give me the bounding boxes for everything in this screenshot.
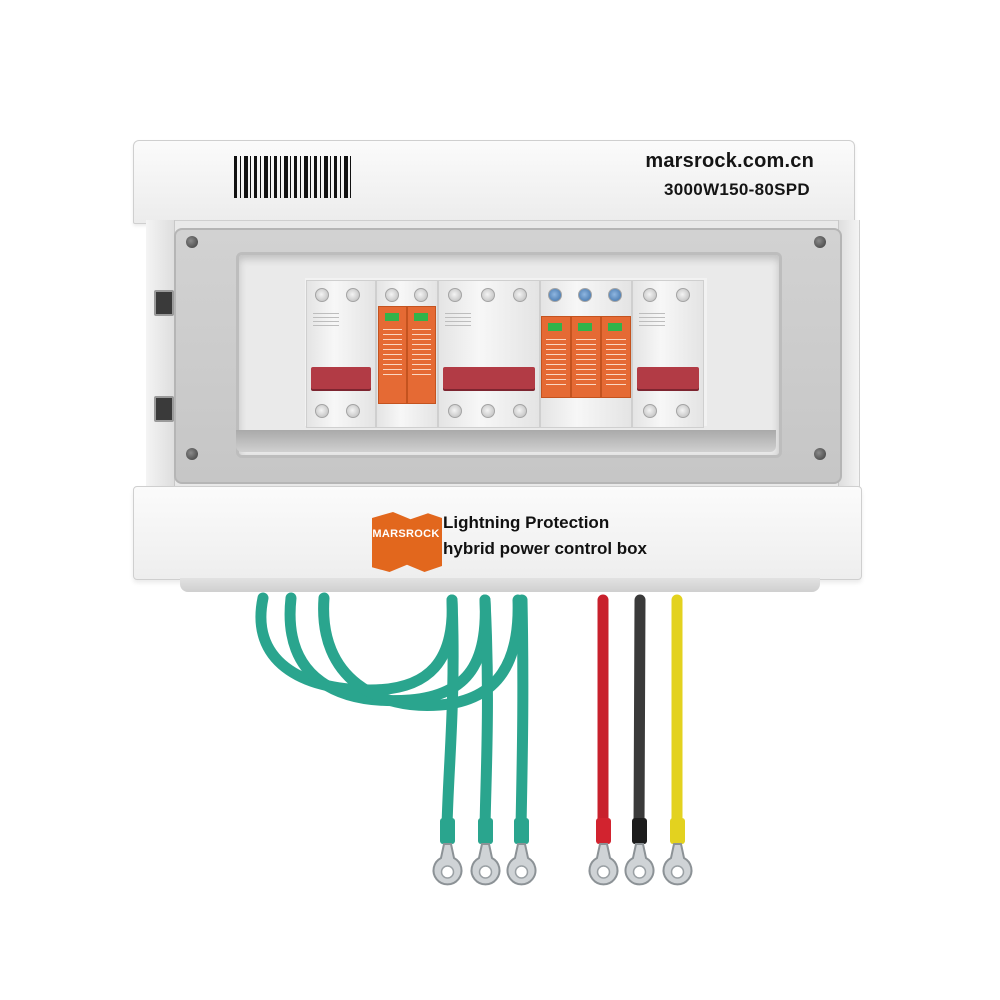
screw-icon bbox=[814, 448, 826, 460]
spd-print bbox=[412, 329, 431, 379]
surge-protector-module bbox=[601, 316, 631, 398]
screw-icon bbox=[814, 236, 826, 248]
label-line-1: Lightning Protection bbox=[443, 513, 610, 532]
lug-sleeve bbox=[596, 818, 611, 844]
spd-indicator bbox=[608, 323, 622, 331]
ring-hole bbox=[670, 865, 685, 879]
terminal-screw bbox=[315, 288, 329, 302]
ring-terminal-icon bbox=[470, 843, 501, 886]
terminal-screw bbox=[448, 288, 462, 302]
hinge-icon bbox=[154, 396, 174, 422]
breaker-handle bbox=[637, 367, 699, 389]
brand-website: marsrock.com.cn bbox=[645, 150, 814, 172]
ring-terminal-icon bbox=[662, 843, 693, 886]
spd-print bbox=[606, 339, 626, 389]
breaker-label bbox=[445, 313, 471, 329]
marsrock-logo-icon bbox=[372, 512, 442, 572]
terminal-screw bbox=[481, 288, 495, 302]
cable-gland-strip bbox=[180, 578, 820, 592]
terminal-screw bbox=[578, 288, 592, 302]
spd-print bbox=[576, 339, 596, 389]
terminal-screw bbox=[346, 404, 360, 418]
ground-cable-loop bbox=[318, 592, 524, 712]
breaker-label bbox=[313, 313, 339, 329]
lug-sleeve bbox=[514, 818, 529, 844]
barcode-icon bbox=[234, 156, 354, 198]
ground-cable bbox=[479, 594, 493, 834]
spd-indicator bbox=[385, 313, 399, 321]
screw-icon bbox=[186, 236, 198, 248]
ring-hole bbox=[440, 865, 455, 879]
ring-hole bbox=[632, 865, 647, 879]
terminal-screw bbox=[513, 404, 527, 418]
spd-print bbox=[546, 339, 566, 389]
terminal-screw bbox=[608, 288, 622, 302]
terminal-screw bbox=[643, 404, 657, 418]
ground-cable bbox=[515, 594, 529, 834]
screw-icon bbox=[186, 448, 198, 460]
breaker-handle bbox=[443, 367, 535, 389]
ring-terminal-icon bbox=[506, 843, 537, 886]
lug-sleeve bbox=[440, 818, 455, 844]
surge-protector-module bbox=[378, 306, 407, 404]
terminal-screw bbox=[414, 288, 428, 302]
terminal-screw bbox=[448, 404, 462, 418]
breaker-label bbox=[639, 313, 665, 329]
ring-hole bbox=[514, 865, 529, 879]
black-cable bbox=[633, 594, 646, 834]
ground-cable bbox=[441, 594, 459, 834]
hinge-icon bbox=[154, 290, 174, 316]
terminal-screw bbox=[643, 288, 657, 302]
terminal-screw bbox=[676, 288, 690, 302]
circuit-breaker bbox=[306, 280, 376, 428]
spd-indicator bbox=[414, 313, 428, 321]
terminal-screw bbox=[385, 288, 399, 302]
surge-protector-module bbox=[571, 316, 601, 398]
ring-terminal-icon bbox=[588, 843, 619, 886]
logo-text: MARSROCK bbox=[372, 528, 440, 540]
terminal-screw bbox=[481, 404, 495, 418]
lug-sleeve bbox=[632, 818, 647, 844]
label-line-2: hybrid power control box bbox=[443, 539, 648, 558]
terminal-screw bbox=[346, 288, 360, 302]
lug-sleeve bbox=[478, 818, 493, 844]
surge-protector-module bbox=[541, 316, 571, 398]
lug-sleeve bbox=[670, 818, 685, 844]
terminal-screw bbox=[513, 288, 527, 302]
terminal-screw bbox=[548, 288, 562, 302]
ring-hole bbox=[596, 865, 611, 879]
breaker-handle bbox=[311, 367, 371, 389]
spd-indicator bbox=[548, 323, 562, 331]
circuit-breaker bbox=[632, 280, 704, 428]
spd-print bbox=[383, 329, 402, 379]
window-lower-lip bbox=[236, 430, 776, 452]
surge-protector-module bbox=[407, 306, 436, 404]
terminal-screw bbox=[315, 404, 329, 418]
ring-hole bbox=[478, 865, 493, 879]
terminal-screw bbox=[676, 404, 690, 418]
spd-indicator bbox=[578, 323, 592, 331]
circuit-breaker bbox=[438, 280, 540, 428]
model-number: 3000W150-80SPD bbox=[664, 180, 810, 199]
ring-terminal-icon bbox=[624, 843, 655, 886]
ring-terminal-icon bbox=[432, 843, 463, 886]
enclosure-base bbox=[133, 486, 862, 580]
